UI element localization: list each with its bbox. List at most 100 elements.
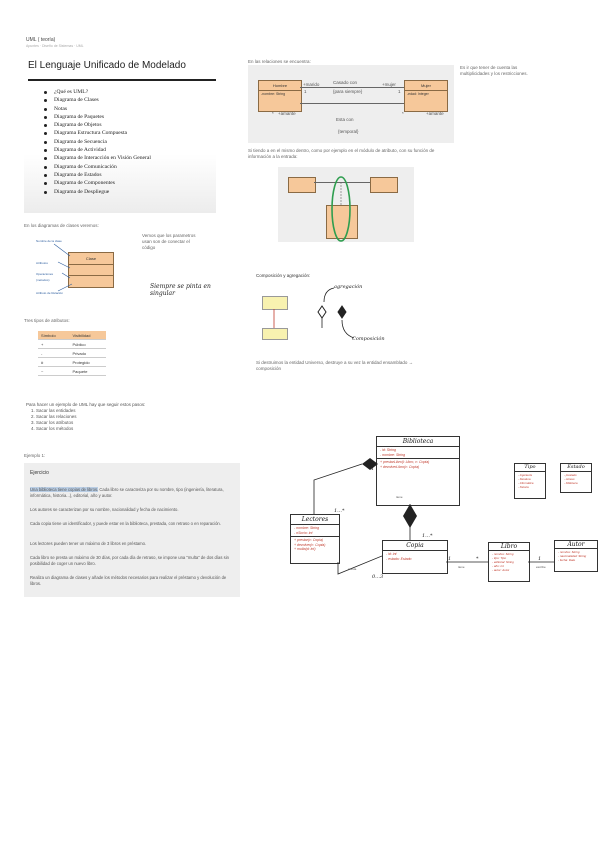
step-item: Sacar los métodos — [36, 426, 145, 432]
page-header-title: UML ( teoría) — [26, 37, 56, 43]
toc-item[interactable]: Diagrama de Secuencia — [42, 138, 151, 146]
table-cell: # — [38, 357, 70, 367]
class-attributes: - id: String - nombre: String — [377, 447, 459, 459]
role-label: +marido — [303, 82, 320, 87]
class-box-name: Clase — [69, 253, 113, 265]
uml-enum-estado: Estado - prestado - retraso - biblioteca — [560, 463, 592, 493]
aggregate-box — [262, 296, 288, 310]
exercise-text: Cada libro se caracteriza por su nombre,… — [30, 487, 224, 498]
relations-card: Hombre -nombre: String Mujer -edad: Inte… — [248, 65, 454, 143]
method: + devolver(c: Copia) — [294, 542, 326, 547]
exercise-paragraph-3: Cada copia tiene un identificador, y pue… — [30, 521, 221, 526]
aggregation-label: agregación — [334, 284, 363, 290]
class-diagram-intro: En los diagramas de clases veremos: — [24, 223, 99, 228]
uml-class-autor: Autor - nombre: String - nacionalidad: S… — [554, 540, 598, 572]
method: + multa(d: int) — [294, 547, 316, 551]
table-row: +Público — [38, 339, 106, 349]
toc-item[interactable]: Diagrama de Clases — [42, 96, 151, 104]
class-box-attributes — [69, 265, 113, 276]
toc-item[interactable]: Notas — [42, 105, 151, 113]
callout-attributes: Atributos — [36, 261, 48, 265]
multiplicity: 1...* — [422, 533, 433, 539]
role-label: +mujer — [382, 82, 396, 87]
multiplicity: 1 — [448, 556, 452, 562]
mujer-title: Mujer — [405, 81, 447, 91]
class-attributes: - nombre: String - nacionalidad: String … — [555, 549, 597, 563]
class-box: Clase — [68, 252, 114, 288]
class-title: Copia — [383, 541, 447, 551]
uml-enum-tipo: Tipo - ingeniería - literatura - informá… — [514, 463, 546, 499]
toc-item[interactable]: Diagrama de Componentes — [42, 179, 151, 187]
relation-label: escribe — [536, 565, 546, 569]
table-of-contents: ¿Qué es UML? Diagrama de Clases Notas Di… — [42, 88, 151, 196]
class-title: Lectores — [291, 515, 339, 525]
visibility-table: Símbolo Visibilidad +Público -Privado # P… — [38, 331, 106, 376]
attribute: - nombre: String — [294, 526, 320, 530]
class-methods: + prestarLibro(l: Libro, c: Copia) + dev… — [377, 459, 459, 470]
toc-item[interactable]: Diagrama de Interacción en Visión Genera… — [42, 154, 151, 162]
assoc-box-left — [288, 177, 316, 193]
class-attributes: - nombre: String - tipo: Tipo - editoria… — [489, 551, 529, 573]
class-title: Tipo — [515, 464, 545, 472]
aggregation-symbols — [317, 287, 355, 339]
toc-item[interactable]: Diagrama Estructura Compuesta — [42, 129, 151, 137]
exercise-heading: Ejercicio — [30, 470, 49, 476]
attribute: - fecha: Date — [558, 558, 576, 562]
class-attributes: - id: int - estado: Estado — [383, 551, 447, 562]
relations-side-note: Es ir que tener de cuenta las multiplici… — [460, 65, 528, 76]
multiplicity: 1 — [304, 89, 307, 94]
table-header: Símbolo — [38, 331, 70, 340]
toc-item[interactable]: Diagrama de Paquetes — [42, 113, 151, 121]
hombre-attr: -nombre: String — [261, 92, 286, 96]
table-row: ~Paquete — [38, 366, 106, 376]
toc-item[interactable]: Diagrama de Despliegue — [42, 188, 151, 196]
toc-item[interactable]: Diagrama de Comunicación — [42, 163, 151, 171]
composition-note: Si destruimos la entidad Universo, destr… — [256, 360, 414, 371]
attribute: - nombre: String — [380, 452, 406, 457]
class-attributes: - nombre: String - nSocio: int — [291, 525, 339, 537]
relation-label: tiene — [458, 565, 465, 569]
relations-intro: En las relaciones se encuentra: — [248, 59, 311, 64]
enum-values: - prestado - retraso - biblioteca — [561, 472, 591, 486]
attribute: - año: int — [492, 564, 504, 568]
exercise-paragraph-1: Una biblioteca tiene copias de libros. C… — [30, 487, 236, 498]
relations-note: Si tiendo a en el mismo dentro, como por… — [248, 148, 435, 159]
table-cell: ~ — [38, 366, 70, 376]
uml-class-biblioteca: Biblioteca - id: String - nombre: String… — [376, 436, 460, 506]
table-cell: Público — [69, 339, 106, 349]
callout-name: Nombre de la clase — [36, 239, 62, 243]
attribute: - autor: Autor — [492, 568, 510, 572]
relation-label: tiene — [396, 495, 403, 499]
page-header-subtitle: Apuntes · Diseño de Sistemas · UML — [26, 44, 84, 48]
table-cell: Privado — [69, 348, 106, 358]
hombre-box: Hombre -nombre: String — [258, 80, 302, 112]
toc-item[interactable]: Diagrama de Actividad — [42, 146, 151, 154]
role-label: +amante — [426, 111, 444, 116]
steps-section: Para hacer un ejemplo de UML hay que seg… — [26, 402, 145, 432]
callout-arrows — [53, 243, 73, 292]
multiplicity: * — [476, 556, 479, 562]
exercise-paragraph-2: Los autores se caracterizan por su nombr… — [30, 507, 179, 512]
attribute: - estado: Estado — [386, 556, 412, 561]
assoc-line — [314, 182, 370, 183]
title-underline — [28, 79, 216, 81]
step-item: Sacar los atributos — [36, 420, 145, 426]
table-cell: - — [38, 348, 70, 358]
composition-label: Composición — [352, 336, 385, 342]
multiplicity: 0...3 — [372, 574, 384, 580]
toc-item[interactable]: Diagrama de Estados — [42, 171, 151, 179]
multiplicity: 1 — [398, 89, 401, 94]
enum-value: - informática — [518, 481, 534, 485]
attribute: - nombre: String — [492, 552, 514, 556]
exercise-paragraph-4: Los lectores pueden tener un máximo de 3… — [30, 541, 147, 546]
toc-item[interactable]: ¿Qué es UML? — [42, 88, 151, 96]
relation-line-top — [300, 87, 404, 88]
multiplicity: * — [402, 111, 404, 116]
table-header: Visibilidad — [69, 331, 106, 340]
attribute: - nSocio: int — [294, 530, 313, 535]
relation-label: presta — [348, 567, 357, 571]
multiplicity: 1 — [538, 556, 542, 562]
intro-card: El Lenguaje Unificado de Modelado ¿Qué e… — [24, 58, 216, 213]
toc-item[interactable]: Diagrama de Objetos — [42, 121, 151, 129]
attribute: - editorial: String — [492, 560, 514, 564]
